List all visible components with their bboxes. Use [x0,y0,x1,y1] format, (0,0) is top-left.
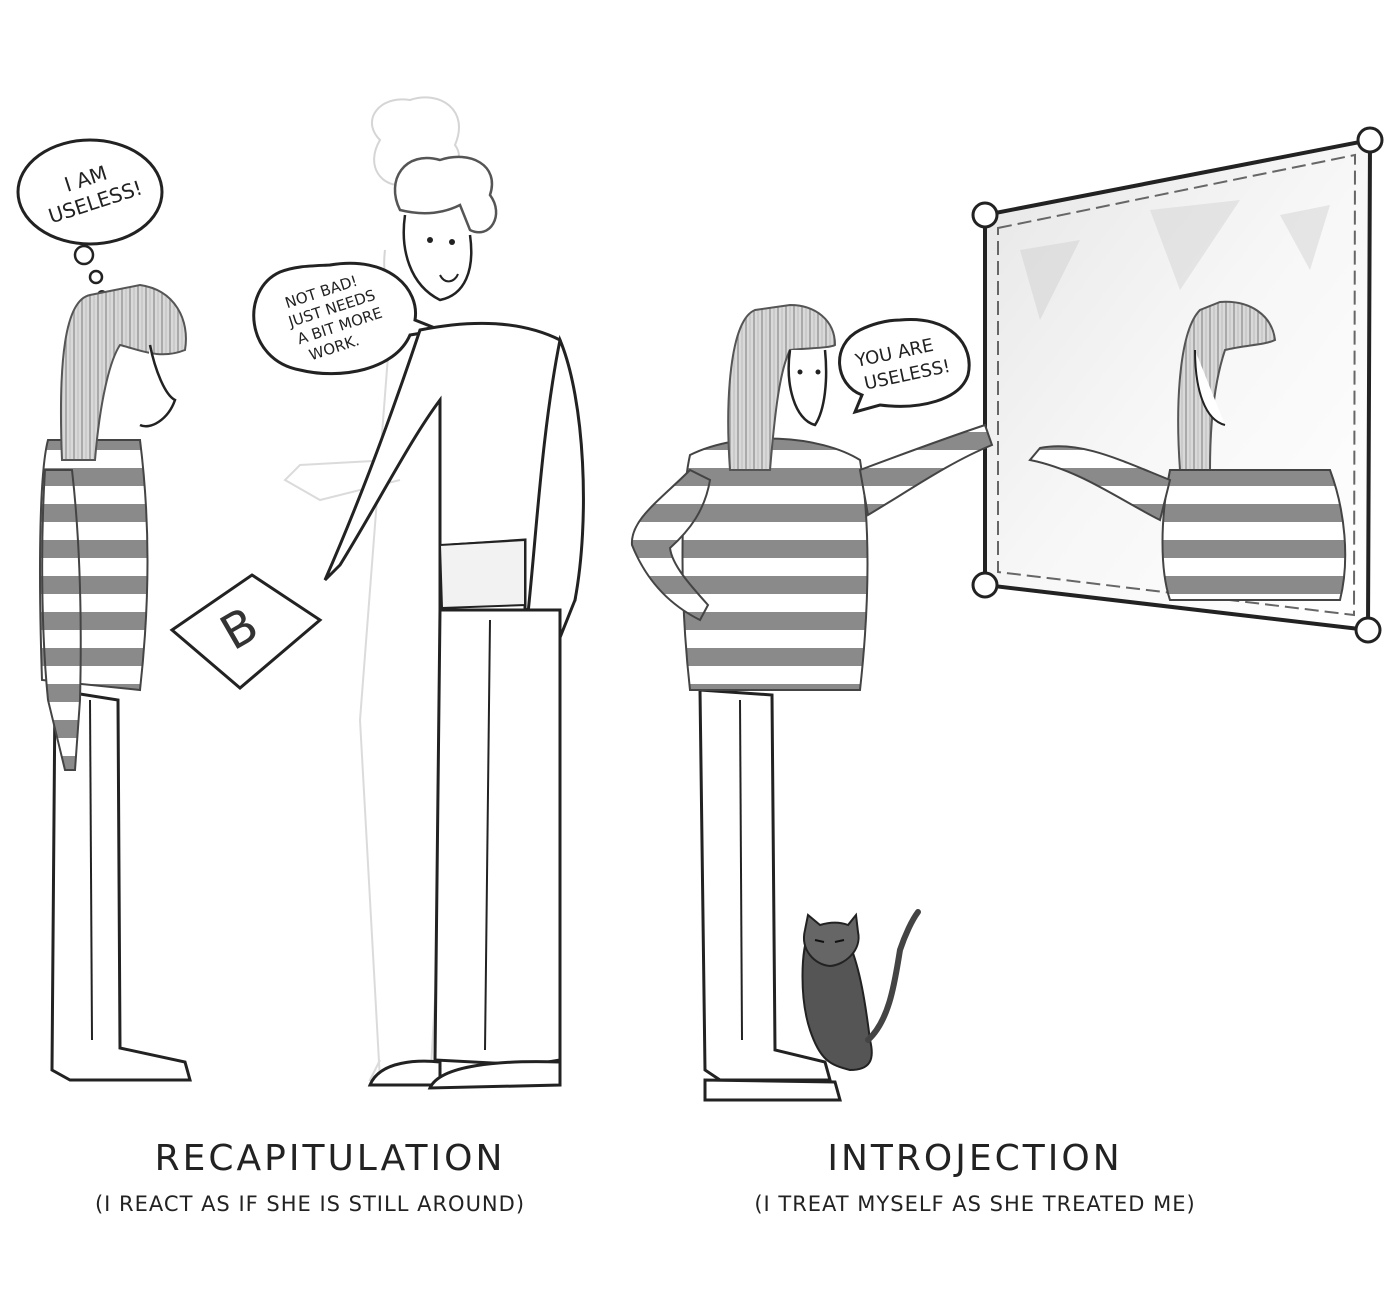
mirror-reflection [1028,300,1347,601]
mother-speech-bubble: NOT BAD! JUST NEEDS A BIT MORE WORK. [252,261,446,376]
mother-figure [323,155,585,1090]
daughter-figure-right [630,303,994,1102]
mirror [971,126,1384,644]
thought-bubble: I AM USELESS! [16,138,164,300]
recapitulation-subtitle: (I react as if she is still around) [94,1192,526,1216]
cat [801,909,921,1072]
introjection-subtitle: (I treat myself as she treated me) [754,1192,1196,1216]
daughter-speech-bubble: YOU ARE USELESS! [838,317,971,415]
introjection-panel: YOU ARE USELESS! [630,126,1384,1102]
daughter-figure-left [39,283,192,1082]
graded-paper: B [169,573,323,690]
introjection-title: Introjection [827,1138,1123,1179]
recapitulation-title: Recapitulation [154,1138,506,1179]
recapitulation-panel: I AM USELESS! [16,96,585,1090]
